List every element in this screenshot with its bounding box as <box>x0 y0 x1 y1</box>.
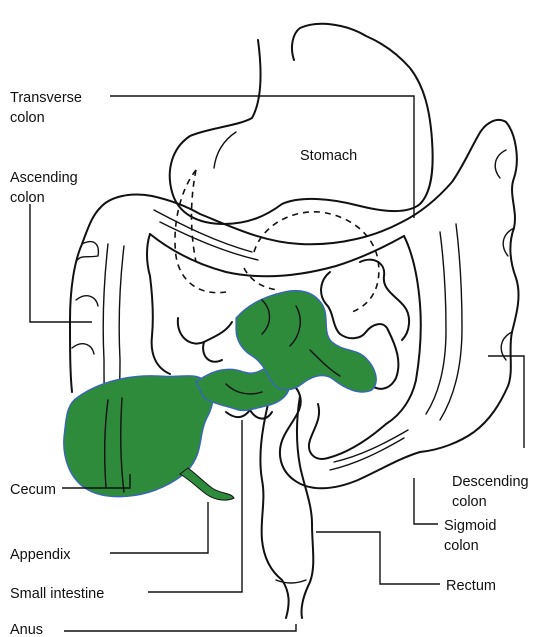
small-intestine-label: Small intestine <box>10 586 104 602</box>
descending-colon-label: Descending <box>452 474 529 490</box>
ascending-colon-label-line2: colon <box>10 190 45 206</box>
sigmoid-colon-label-line2: colon <box>444 538 479 554</box>
descending-colon-label-line1: Descending <box>452 474 529 490</box>
leader-transverse-colon <box>110 96 414 218</box>
rectum-label: Rectum <box>446 578 496 594</box>
appendix-label: Appendix <box>10 547 71 563</box>
cecum-label: Cecum <box>10 482 56 498</box>
leader-anus <box>64 624 296 631</box>
descending-colon-outline <box>386 122 519 452</box>
transverse-colon-label: Transverse <box>10 90 82 106</box>
anus-label: Anus <box>10 622 43 637</box>
descending-colon-label-2: colon <box>452 494 487 510</box>
sigmoid-colon-label-2: colon <box>444 538 479 554</box>
ascending-colon-label-2: colon <box>10 190 45 206</box>
leader-descending-colon <box>488 356 524 448</box>
highlighted-small-intestine <box>64 291 377 501</box>
transverse-colon-label-line1: Transverse <box>10 90 82 106</box>
leader-appendix <box>110 502 208 553</box>
stomach-outline <box>170 24 433 224</box>
leader-sigmoid-colon <box>414 478 438 524</box>
descending-colon-label-line2: colon <box>452 494 487 510</box>
ascending-colon-label: Ascending <box>10 170 78 186</box>
transverse-colon-outline <box>100 120 506 276</box>
sigmoid-colon-label-line1: Sigmoid <box>444 518 496 534</box>
transverse-colon-label-line2: colon <box>10 110 45 126</box>
leader-rectum <box>316 532 440 584</box>
leader-ascending-colon <box>30 204 92 322</box>
stomach-label: Stomach <box>300 148 357 164</box>
ascending-colon-label-line1: Ascending <box>10 170 78 186</box>
sigmoid-colon-label: Sigmoid <box>444 518 496 534</box>
highlight-appendix <box>180 468 234 500</box>
transverse-colon-label-2: colon <box>10 110 45 126</box>
